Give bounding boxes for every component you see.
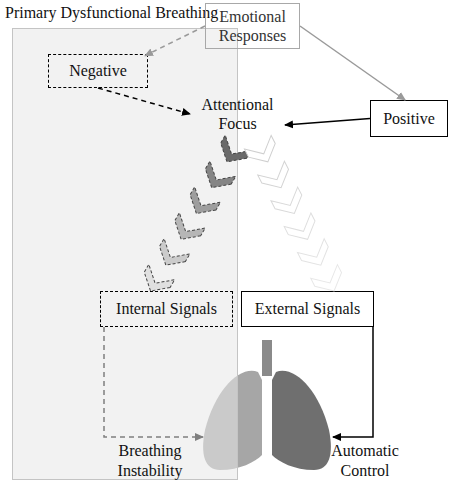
arrow-connector xyxy=(300,26,405,100)
process-box: Emotional Responses xyxy=(205,3,300,49)
chevron xyxy=(138,264,175,298)
arrow-connector xyxy=(98,88,190,114)
chevron-arrow xyxy=(138,135,251,298)
chevron xyxy=(214,135,251,169)
outcome-label: Automatic Control xyxy=(315,441,415,481)
trachea xyxy=(262,340,272,376)
chevron xyxy=(199,161,236,195)
node-text: Positive xyxy=(383,109,435,128)
chevron xyxy=(153,239,190,273)
arrow-connector xyxy=(145,26,205,56)
band-heading: Primary Dysfunctional Breathing xyxy=(5,3,218,22)
chevron xyxy=(244,135,281,168)
control-arrow xyxy=(333,327,373,437)
chevron-arrow xyxy=(244,135,347,297)
focus-node: Attentional Focus xyxy=(190,92,285,136)
outcome-label: Breathing Instability xyxy=(95,441,205,481)
chevron xyxy=(183,187,220,221)
process-box: Positive xyxy=(370,100,448,137)
region-band: Primary Dysfunctional BreathingNegativeI… xyxy=(12,28,238,480)
node-text: Negative xyxy=(69,61,127,80)
node-text: Emotional Responses xyxy=(206,7,299,45)
dashed-box: Negative xyxy=(48,54,148,88)
process-box: External Signals xyxy=(241,291,374,327)
chevron xyxy=(271,187,308,220)
chevron xyxy=(168,213,205,247)
chevron xyxy=(311,265,348,298)
chevron xyxy=(297,239,334,272)
right-lung xyxy=(272,371,331,470)
node-text: Attentional Focus xyxy=(190,95,285,133)
node-text: Internal Signals xyxy=(116,299,217,318)
dashed-box: Internal Signals xyxy=(100,291,233,327)
arrow-connector xyxy=(285,119,370,126)
node-text: External Signals xyxy=(255,299,360,318)
chevron xyxy=(284,213,321,246)
chevron xyxy=(258,161,295,194)
